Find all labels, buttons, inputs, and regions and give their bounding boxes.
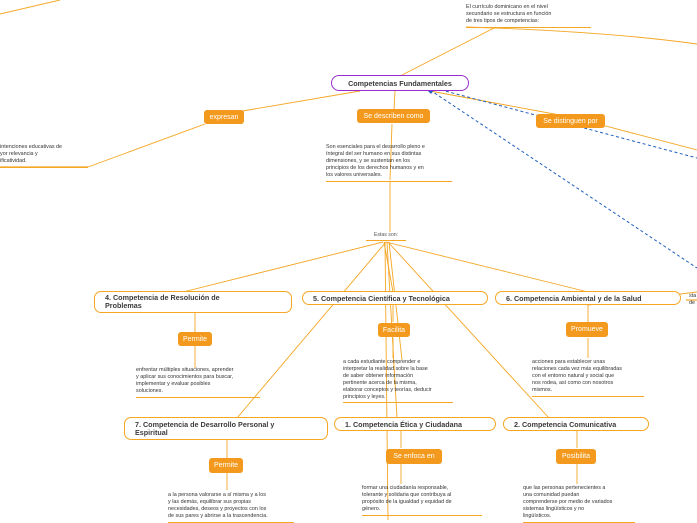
enfoca-link[interactable]: Se enfoca en: [386, 449, 442, 464]
text-competence-2: que las personas pertenecientes a una co…: [523, 485, 635, 523]
facilita-link[interactable]: Facilita: [378, 323, 410, 337]
text-competence-5: a cada estudiante comprender e interpret…: [343, 359, 453, 404]
estas-son-label: Estas son:: [366, 232, 406, 241]
intro-text: El currículo dominicano en el nivel secu…: [466, 4, 591, 28]
competence-5[interactable]: 5. Competencia Científica y Tecnológica: [302, 291, 488, 305]
left-cut-text: intenciones educativas de yor relevancia…: [0, 144, 88, 168]
text-competence-1: formar una ciudadanía responsable, toler…: [362, 485, 482, 516]
competence-6[interactable]: 6. Competencia Ambiental y de la Salud: [495, 291, 681, 305]
right-cut-text: sta de: [689, 293, 697, 306]
expresan-link[interactable]: expresan: [204, 110, 244, 124]
text-competence-4: enfrentar múltiples situaciones, aprende…: [136, 367, 260, 398]
permite-link-1[interactable]: Permite: [178, 332, 212, 346]
distinguen-link[interactable]: Se distinguen por: [536, 114, 605, 128]
promueve-link[interactable]: Promueve: [566, 322, 608, 337]
competence-7[interactable]: 7. Competencia de Desarrollo Personal y …: [124, 417, 328, 440]
posibilita-link[interactable]: Posibilita: [556, 449, 596, 464]
definition-text: Son esenciales para el desarrollo pleno …: [326, 144, 452, 182]
competence-4[interactable]: 4. Competencia de Resolución de Problema…: [94, 291, 292, 313]
permite-link-2[interactable]: Permite: [209, 458, 243, 473]
describen-link[interactable]: Se describen como: [357, 109, 430, 123]
text-competence-7: a la persona valorarse a sí misma y a lo…: [168, 492, 294, 523]
competence-2[interactable]: 2. Competencia Comunicativa: [503, 417, 649, 431]
root-node[interactable]: Competencias Fundamentales: [331, 75, 469, 91]
competence-1[interactable]: 1. Competencia Ética y Ciudadana: [334, 417, 496, 431]
text-competence-6: acciones para establecer unas relaciones…: [532, 359, 644, 397]
